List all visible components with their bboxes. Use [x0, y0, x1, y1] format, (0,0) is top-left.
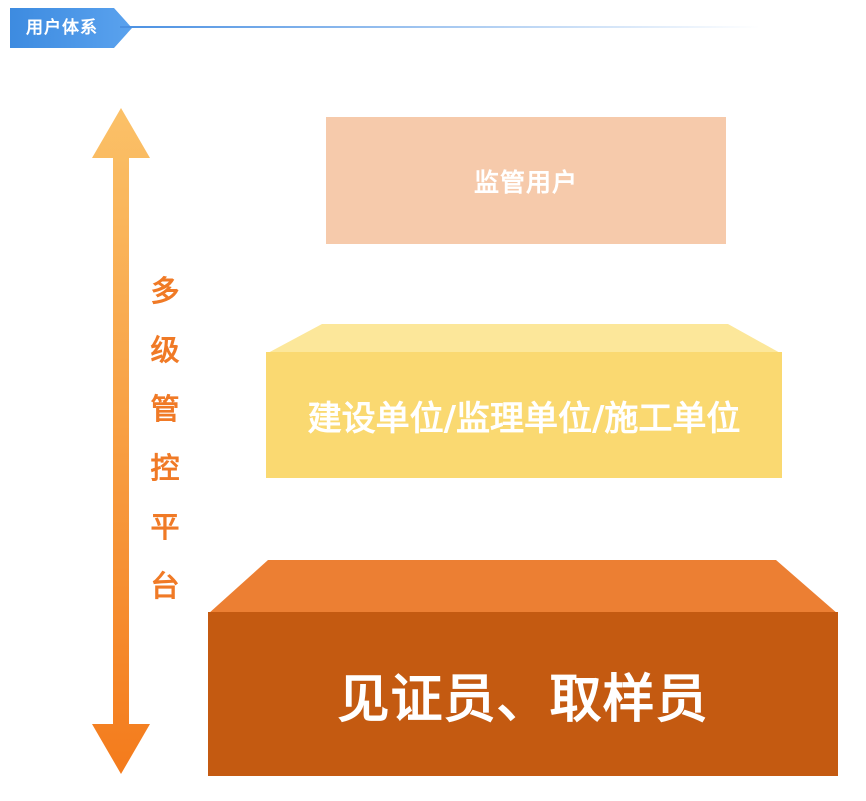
double-arrow-icon: [92, 108, 150, 774]
tier-bottom-cap: [208, 560, 838, 614]
tier-middle-label: 建设单位/监理单位/施工单位: [307, 398, 741, 439]
side-label-char: 台: [150, 569, 180, 603]
side-label: 多 级 管 控 平 台: [140, 262, 190, 616]
section-divider-line: [120, 26, 760, 28]
tier-top-label: 监管用户: [473, 167, 578, 197]
side-label-char: 多: [150, 274, 180, 308]
tier-witness-samplers: 见证员、取样员: [208, 612, 838, 776]
section-tag-shape: [10, 8, 132, 48]
section-tag: 用户体系: [10, 8, 132, 48]
tier-organizations: 建设单位/监理单位/施工单位: [266, 352, 782, 478]
side-label-char: 级: [150, 333, 180, 367]
side-label-char: 控: [150, 451, 180, 485]
tier-bottom-label: 见证员、取样员: [337, 669, 709, 730]
side-label-char: 平: [150, 510, 180, 544]
section-title: 用户体系: [26, 18, 98, 38]
tier-middle-cap: [266, 324, 782, 354]
tier-regulator-users: 监管用户: [326, 117, 726, 244]
side-label-char: 管: [150, 392, 180, 426]
